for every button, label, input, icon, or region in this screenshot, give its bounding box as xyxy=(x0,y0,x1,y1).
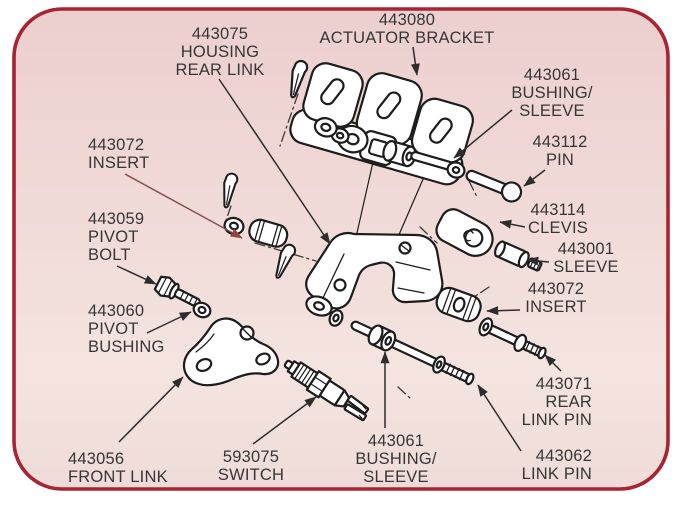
leader-actuator-bracket xyxy=(410,46,420,76)
insert-left-part xyxy=(248,218,289,248)
cotter-pin-center xyxy=(275,243,297,279)
label-housing-rear-link: 443075 HOUSING REAR LINK xyxy=(175,25,265,79)
center-lines xyxy=(223,93,490,400)
drawing xyxy=(153,59,547,422)
pivot-bolt-part xyxy=(153,275,201,308)
label-pin: 443112 PIN xyxy=(532,133,588,169)
label-rear-link-pin: 443071 REAR LINK PIN xyxy=(521,375,592,429)
switch-terminals xyxy=(343,394,370,422)
rear-link-pin-part xyxy=(478,317,547,360)
label-front-link: 443056 FRONT LINK xyxy=(68,450,168,486)
actuator-bracket xyxy=(289,62,474,186)
sleeve-part xyxy=(494,240,543,272)
label-pivot-bolt: 443059 PIVOT BOLT xyxy=(88,210,145,264)
leader-front-link xyxy=(118,376,184,443)
housing-rear-link-part xyxy=(305,231,444,317)
label-bushing-sleeve-top: 443061 BUSHING/ SLEEVE xyxy=(511,66,593,120)
switch-part xyxy=(283,359,370,422)
bracket-barrel-bushing xyxy=(382,140,417,168)
leader-clevis xyxy=(499,219,526,229)
label-clevis: 443114 CLEVIS xyxy=(528,201,588,237)
leader-lines xyxy=(116,46,562,452)
leader-bushing-sleeve-top xyxy=(453,109,513,159)
label-insert-left: 443072 INSERT xyxy=(88,136,150,172)
label-actuator-bracket: 443080 ACTUATOR BRACKET xyxy=(319,11,495,47)
pin-443112 xyxy=(465,169,523,203)
label-insert-right: 443072 INSERT xyxy=(525,280,587,316)
label-switch: 593075 SWITCH xyxy=(217,448,285,484)
front-link-part xyxy=(182,317,280,387)
leader-switch xyxy=(252,396,317,445)
cotter-pin-top xyxy=(290,59,309,99)
link-pin-part xyxy=(350,320,475,386)
leader-housing-rear-link xyxy=(218,78,331,245)
cotter-pin-left xyxy=(223,172,239,209)
leader-pin xyxy=(523,169,546,187)
leader-sleeve xyxy=(526,256,550,266)
housing-washer xyxy=(328,309,344,327)
label-pivot-bushing: 443060 PIVOT BUSHING xyxy=(88,302,165,356)
leader-pivot-bushing xyxy=(146,311,192,334)
bushing-sleeve-top-part xyxy=(446,161,466,179)
label-link-pin: 443062 LINK PIN xyxy=(521,447,592,483)
pivot-bushing-part xyxy=(192,301,212,319)
clevis-part xyxy=(435,208,494,257)
insert-right-part xyxy=(435,286,482,323)
bracket-washers xyxy=(313,117,350,144)
leader-pivot-bolt xyxy=(116,265,157,285)
leader-insert-right xyxy=(486,306,521,316)
label-sleeve: 443001 SLEEVE xyxy=(553,240,619,276)
leader-insert-left xyxy=(124,173,243,239)
bushing-sleeve-bottom-part xyxy=(367,324,397,352)
leader-rear-link-pin xyxy=(544,354,562,372)
leader-link-pin xyxy=(477,384,522,452)
label-bushing-sleeve-bottom: 443061 BUSHING/ SLEEVE xyxy=(355,432,437,486)
